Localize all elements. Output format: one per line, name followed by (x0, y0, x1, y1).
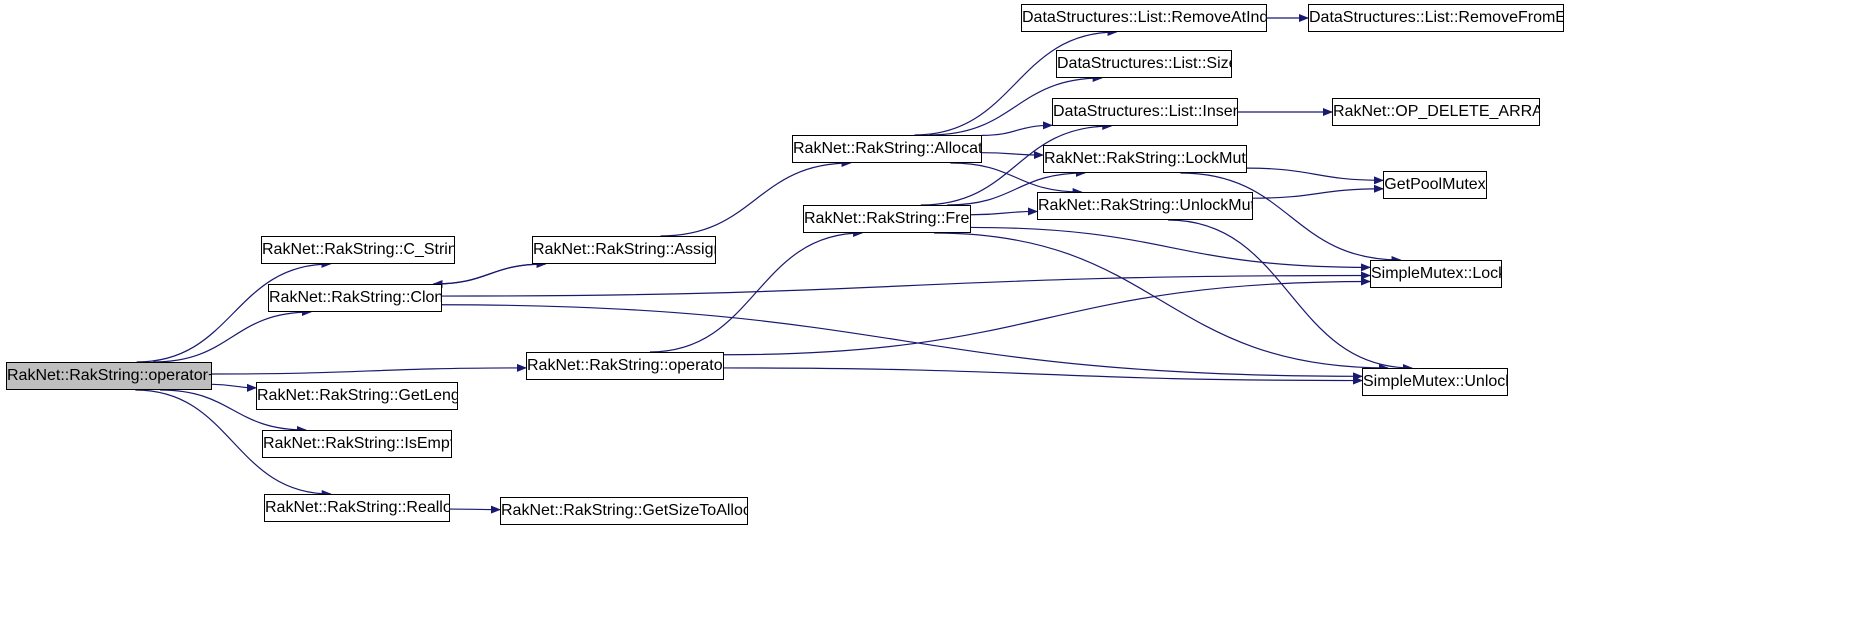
node-allocate[interactable]: RakNet::RakString::Allocate (792, 135, 982, 163)
edge-allocate-to-lock_mutex (981, 151, 1044, 160)
edge-assign-to-allocate (660, 159, 852, 237)
edge-allocate-to-remove_at_index (914, 28, 1118, 136)
node-c-string[interactable]: RakNet::RakString::C_String (261, 236, 455, 264)
edge-realloc-to-get_size_to_allocate (449, 505, 501, 514)
node-operator-equals[interactable]: RakNet::RakString::operator= (526, 352, 724, 380)
edge-allocate-to-list_size (929, 74, 1103, 136)
node-clone[interactable]: RakNet::RakString::Clone (268, 284, 442, 312)
node-remove-at-index[interactable]: DataStructures::List::RemoveAtIndex (1021, 4, 1267, 32)
edge-operator_plus-to-operator_eq (211, 363, 527, 375)
edge-free-to-simple_mutex_lock (970, 226, 1371, 272)
edge-unlock_mutex-to-get_pool_mutex (1252, 184, 1384, 199)
edge-allocate-to-unlock_mutex (950, 162, 1083, 196)
node-free[interactable]: RakNet::RakString::Free (803, 205, 971, 233)
node-simple-mutex-unlock[interactable]: SimpleMutex::Unlock (1362, 368, 1508, 396)
node-op-delete-array[interactable]: RakNet::OP_DELETE_ARRAY (1332, 98, 1540, 126)
edge-operator_eq-to-simple_mutex_unlock (723, 367, 1363, 385)
edge-allocate-to-list_insert (981, 121, 1053, 136)
node-simple-mutex-lock[interactable]: SimpleMutex::Lock (1370, 260, 1502, 288)
node-operator-plus-equals: RakNet::RakString::operator+= (6, 362, 212, 390)
node-is-empty[interactable]: RakNet::RakString::IsEmpty (262, 430, 452, 458)
edge-free-to-lock_mutex (947, 169, 1086, 206)
edge-unlock_mutex-to-simple_mutex_unlock (1168, 219, 1413, 372)
node-remove-from-end[interactable]: DataStructures::List::RemoveFromEnd (1308, 4, 1564, 32)
edge-operator_eq-to-free (649, 229, 864, 353)
node-get-length[interactable]: RakNet::RakString::GetLength (256, 382, 458, 410)
node-unlock-mutex[interactable]: RakNet::RakString::UnlockMutex (1037, 192, 1253, 220)
edge-free-to-simple_mutex_unlock (934, 232, 1389, 372)
node-assign[interactable]: RakNet::RakString::Assign (532, 236, 716, 264)
edge-operator_plus-to-c_string (136, 260, 332, 363)
edge-clone-to-simple_mutex_unlock (441, 304, 1363, 381)
edge-operator_plus-to-clone (153, 308, 312, 363)
node-lock-mutex[interactable]: RakNet::RakString::LockMutex (1043, 145, 1247, 173)
edge-operator_eq-to-simple_mutex_lock (723, 277, 1371, 356)
node-list-size[interactable]: DataStructures::List::Size (1056, 50, 1232, 78)
edge-free-to-list_insert (920, 122, 1113, 206)
node-realloc[interactable]: RakNet::RakString::Realloc (264, 494, 450, 522)
node-get-pool-mutex[interactable]: GetPoolMutex (1383, 171, 1487, 199)
node-list-insert[interactable]: DataStructures::List::Insert (1052, 98, 1238, 126)
edge-lock_mutex-to-get_pool_mutex (1246, 167, 1384, 185)
edge-operator_plus-to-is_empty (160, 389, 307, 434)
edge-lock_mutex-to-simple_mutex_lock (1180, 172, 1402, 264)
edge-free-to-unlock_mutex (970, 207, 1038, 216)
edge-operator_plus-to-realloc (135, 389, 332, 498)
edge-assign-to-clone (432, 263, 546, 288)
edge-operator_plus-to-get_length (211, 383, 257, 392)
node-get-size-to-allocate[interactable]: RakNet::RakString::GetSizeToAllocate (500, 497, 748, 525)
edge-clone-to-simple_mutex_lock (441, 271, 1371, 297)
